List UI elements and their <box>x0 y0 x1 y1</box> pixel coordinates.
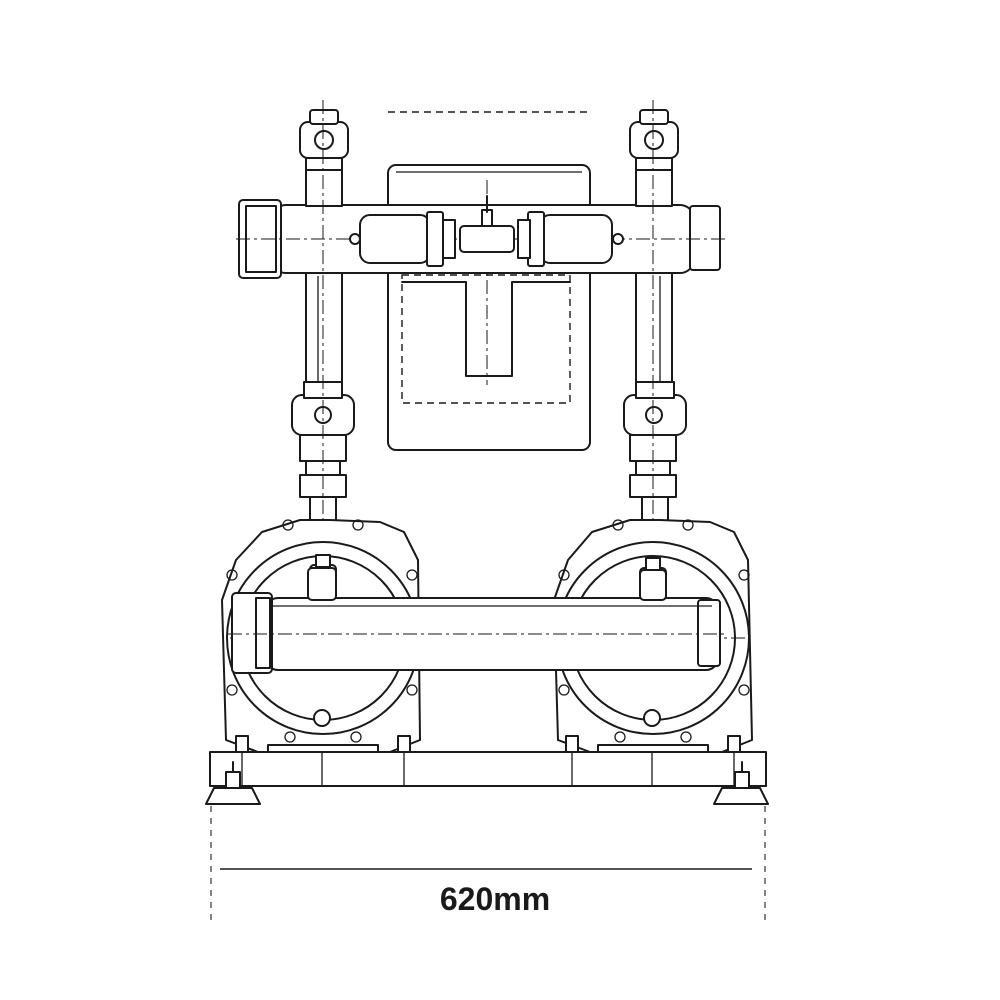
upper-manifold <box>236 195 728 279</box>
right-riser <box>623 100 687 780</box>
suction-manifold <box>228 567 726 674</box>
base-frame <box>209 735 767 787</box>
width-dimension: 620mm <box>210 806 766 920</box>
dimension-label: 620mm <box>440 881 550 917</box>
adjustable-feet <box>205 761 769 805</box>
control-panel <box>387 111 591 451</box>
left-riser <box>291 100 355 780</box>
